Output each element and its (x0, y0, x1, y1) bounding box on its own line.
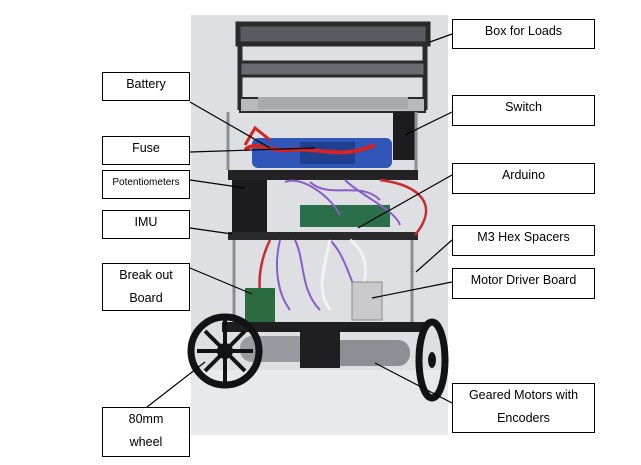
label-motor-driver-text: Motor Driver Board (470, 273, 577, 287)
left-wheel (187, 313, 263, 389)
callout-line-battery (189, 101, 271, 149)
callout-line-motor-driver (371, 281, 453, 299)
label-wheel-line1: 80mm (128, 412, 164, 426)
label-motor-driver: Motor Driver Board (452, 268, 595, 299)
label-potentiometers-text: Potentiometers (112, 177, 180, 188)
signal-wires (276, 179, 401, 311)
hex-spacers (226, 112, 418, 325)
callout-line-motors (374, 362, 453, 404)
label-wheel: 80mm wheel (102, 407, 190, 457)
right-motor (330, 340, 410, 366)
robot-illustration (187, 21, 449, 402)
label-breakout-line2: Board (129, 291, 163, 305)
callout-line-hex (415, 239, 453, 273)
callout-line-potentiometers (189, 179, 246, 189)
label-geared-motors-line1: Geared Motors with (468, 388, 579, 402)
label-breakout-board: Break out Board (102, 263, 190, 311)
label-battery: Battery (102, 72, 190, 101)
label-fuse-text: Fuse (132, 141, 160, 155)
label-box-for-loads-text: Box for Loads (484, 24, 563, 38)
electronics-box (232, 180, 267, 235)
label-arduino-text: Arduino (501, 168, 546, 182)
callout-lines (146, 33, 453, 408)
upper-plate (228, 170, 418, 180)
label-hex-spacers: M3 Hex Spacers (452, 225, 595, 256)
callout-line-imu (189, 227, 233, 235)
label-switch: Switch (452, 95, 595, 126)
label-geared-motors-line2: Encoders (497, 411, 550, 425)
load-box-tape (258, 97, 408, 109)
motor-mount (300, 332, 340, 368)
right-wheel (415, 318, 449, 402)
label-imu: IMU (102, 210, 190, 239)
label-wheel-line2: wheel (129, 435, 163, 449)
imu-plate (228, 232, 418, 240)
label-imu-text: IMU (134, 215, 158, 229)
callout-line-arduino (357, 174, 453, 229)
label-battery-text: Battery (126, 77, 166, 91)
label-breakout-line1: Break out (119, 268, 173, 282)
fuse-wire (243, 143, 376, 155)
callout-line-breakout (189, 267, 253, 295)
label-hex-spacers-text: M3 Hex Spacers (477, 230, 570, 244)
label-arduino: Arduino (452, 163, 595, 194)
arduino-board (300, 205, 390, 227)
photo-floor (191, 370, 448, 435)
label-geared-motors: Geared Motors with Encoders (452, 383, 595, 433)
motor-driver (351, 281, 383, 321)
label-potentiometers: Potentiometers (102, 170, 190, 199)
callout-line-wheel (146, 361, 206, 408)
label-fuse: Fuse (102, 136, 190, 165)
battery-wire (243, 125, 271, 146)
breakout-board (245, 288, 275, 324)
label-box-for-loads: Box for Loads (452, 19, 595, 49)
callout-line-box (429, 33, 453, 43)
switch-block (393, 112, 415, 160)
callout-line-switch (404, 111, 453, 136)
callout-line-fuse (189, 147, 316, 153)
lower-plate (222, 322, 427, 332)
label-switch-text: Switch (505, 100, 542, 114)
